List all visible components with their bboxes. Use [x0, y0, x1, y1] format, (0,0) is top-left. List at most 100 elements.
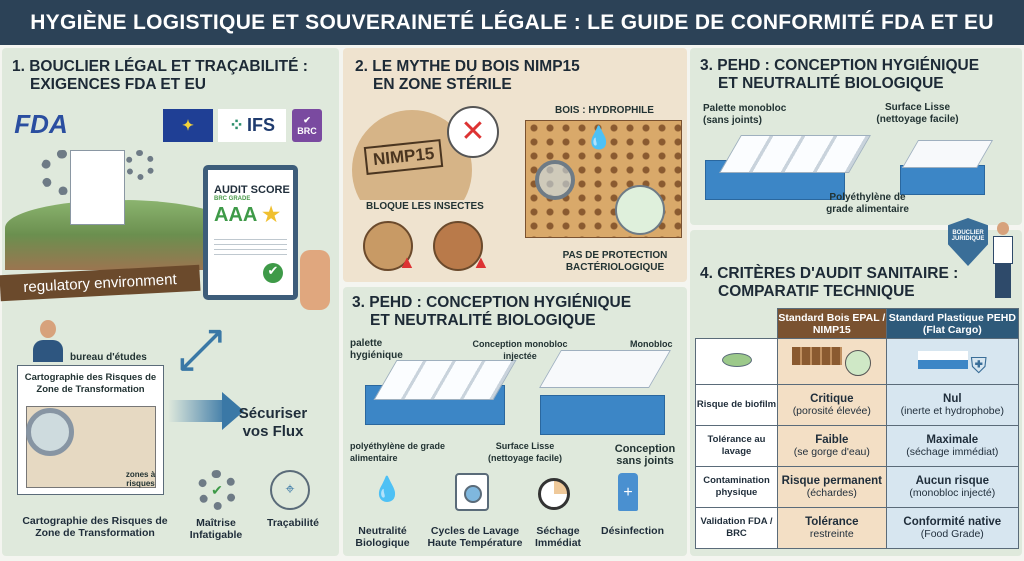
plastic-pallet-image: ⛨: [885, 338, 1020, 385]
wood-pallet-image: [777, 338, 887, 385]
monobloc-label: Palette monobloc (sans joints): [703, 103, 787, 126]
title-line: EXIGENCES FDA ET EU: [30, 76, 206, 93]
monobloc-label: Monobloc: [630, 339, 673, 349]
title-line: EN ZONE STÉRILE: [373, 76, 512, 93]
bacteria-icon: [615, 185, 665, 235]
table-header-row: Standard Bois EPAL / NIMP15 Standard Pla…: [696, 308, 1020, 339]
panel4-title: 4. CRITÈRES D'AUDIT SANITAIRE :COMPARATI…: [700, 265, 958, 301]
plastic-pallet-illustration: [355, 340, 520, 440]
warning-icon: ▲: [472, 252, 490, 272]
icon-label: Séchage Immédiat: [534, 525, 582, 549]
document-icon: [70, 150, 125, 225]
petri-dish-icon: [695, 338, 778, 385]
criterion-cell: Contamination physique: [695, 466, 778, 508]
text-lines: [214, 235, 287, 255]
panel1-title: 1. BOUCLIER LÉGAL ET TRAÇABILITÉ :EXIGEN…: [12, 58, 308, 94]
smooth-surface-label: Surface Lisse (nettoyage facile): [487, 441, 563, 463]
polyethylene-label: polyéthylène de grade alimentaire: [350, 441, 446, 463]
image-row: ⛨: [695, 338, 1020, 385]
title-line: ET NEUTRALITÉ BIOLOGIQUE: [718, 75, 944, 92]
title-line: 3. PEHD : CONCEPTION HYGIÉNIQUE: [352, 294, 632, 311]
grade-value: AAA: [214, 204, 257, 226]
hydrophilic-label: BOIS : HYDROPHILE: [555, 105, 654, 116]
audit-grade: AAA ★: [214, 202, 293, 227]
exploded-pallet-illustration: [895, 135, 995, 205]
title-line: 2. LE MYTHE DU BOIS NIMP15: [355, 58, 580, 75]
person-icon: [33, 320, 63, 365]
star-icon: ★: [262, 204, 281, 226]
title-line: 1. BOUCLIER LÉGAL ET TRAÇABILITÉ :: [12, 58, 308, 75]
title-line: 3. PEHD : CONCEPTION HYGIÉNIQUE: [700, 57, 980, 74]
wood-cell: Faible(se gorge d'eau): [777, 425, 887, 467]
wood-column-header: Standard Bois EPAL / NIMP15: [777, 308, 887, 339]
no-protection-label: PAS DE PROTECTION BACTÉRIOLOGIQUE: [562, 250, 668, 273]
sun-clock-icon: [538, 478, 570, 510]
comparison-table: Standard Bois EPAL / NIMP15 Standard Pla…: [695, 308, 1020, 549]
splinter-icon: [363, 221, 413, 271]
map-caption: Cartographie des Risques de Zone de Tran…: [22, 515, 168, 539]
icon-label: Neutralité Biologique: [355, 525, 410, 549]
bacteria-icon: [845, 349, 872, 376]
no-insect-icon: ✕: [447, 106, 499, 158]
water-drops-icon: 💧: [585, 125, 613, 150]
sanitizer-icon: +: [618, 473, 638, 511]
magnifier-icon: [26, 408, 74, 456]
nail-icon: [433, 221, 483, 271]
criterion-cell: Validation FDA / BRC: [695, 507, 778, 549]
map-title: Cartographie des Risques de Zone de Tran…: [24, 372, 157, 395]
arrow-icon: [168, 400, 228, 422]
risk-zones-label: zones à risques: [125, 470, 156, 488]
check-badge-icon: ✔: [263, 263, 283, 283]
brc-grade-label: BRC GRADE: [214, 196, 251, 202]
audit-clipboard: AUDIT SCORE BRC GRADE AAA ★ ✔: [203, 165, 298, 300]
water-leaf-icon: 💧: [372, 476, 402, 503]
polyethylene-label: Polyéthylène de grade alimentaire: [826, 192, 909, 215]
plastic-pallet-illustration: [705, 125, 875, 215]
page-header: HYGIÈNE LOGISTIQUE ET SOUVERAINETÉ LÉGAL…: [0, 0, 1024, 45]
plastic-cell: Aucun risque(monobloc injecté): [885, 466, 1020, 508]
location-target-icon: ⌖: [270, 470, 310, 510]
audit-score-title: AUDIT SCORE: [214, 184, 290, 196]
risk-map-card: Cartographie des Risques de Zone de Tran…: [17, 365, 164, 495]
title-line: ET NEUTRALITÉ BIOLOGIQUE: [370, 312, 596, 329]
ifs-logo: ⁘IFS: [218, 109, 286, 142]
inspector-person-icon: [992, 222, 1014, 300]
title-line: 4. CRITÈRES D'AUDIT SANITAIRE :: [700, 265, 959, 282]
wood-cell: Risque permanent(échardes): [777, 466, 887, 508]
hand-illustration: [300, 250, 330, 310]
brc-text: BRC: [297, 126, 317, 136]
icon-label: Traçabilité: [267, 517, 319, 529]
person-label: bureau d'études: [70, 352, 147, 363]
secure-flows-text: Sécuriser vos Flux: [238, 405, 308, 440]
ifs-text: IFS: [247, 115, 276, 135]
smooth-surface-label: Surface Lisse (nettoyage facile): [876, 102, 959, 125]
icon-label: Maîtrise Infatigable: [189, 517, 243, 541]
plastic-cell: Conformité native(Food Grade): [885, 507, 1020, 549]
brc-logo: ✔BRC: [292, 109, 322, 142]
fda-logo: FDA: [14, 108, 68, 139]
icon-label: Cycles de Lavage Haute Température: [427, 525, 523, 549]
criterion-cell: Risque de biofilm: [695, 384, 778, 426]
gear-check-icon: ✔: [197, 470, 237, 510]
plastic-cell: Maximale(séchage immédiat): [885, 425, 1020, 467]
hygienic-pallet-label: palette hygiénique: [350, 338, 403, 361]
page-title: HYGIÈNE LOGISTIQUE ET SOUVERAINETÉ LÉGAL…: [30, 10, 994, 34]
arrow-head: [222, 392, 244, 430]
criterion-cell: Tolérance au lavage: [695, 425, 778, 467]
seamless-label: Conception sans joints: [614, 443, 676, 467]
magnifier-icon: [535, 160, 575, 200]
gear-icon: [125, 150, 155, 180]
icon-label: Désinfection: [600, 525, 664, 537]
eu-flag-icon: ✦: [163, 109, 213, 142]
warning-icon: ▲: [398, 252, 416, 272]
injected-label: Conception monobloc injectée: [472, 339, 568, 361]
washing-machine-icon: [455, 473, 489, 511]
